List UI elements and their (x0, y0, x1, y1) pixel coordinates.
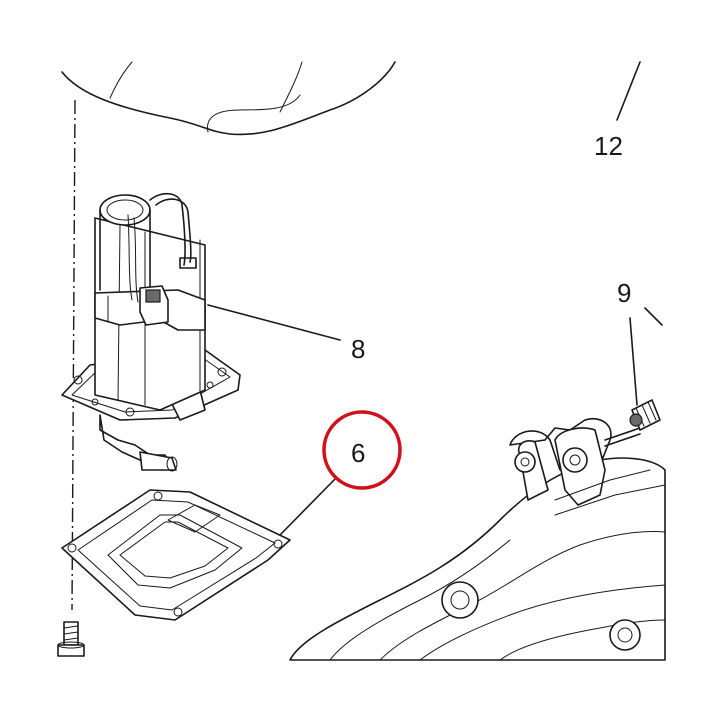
gasket (61, 489, 291, 621)
tank-housing (61, 61, 396, 136)
leader-9b (644, 307, 663, 326)
alignment-axis (71, 99, 76, 611)
callout-9: 9 (617, 278, 631, 308)
frame-assembly (289, 399, 666, 661)
fuel-pump-module (61, 192, 241, 472)
highlight-ring (322, 410, 402, 490)
mounting-bolt (57, 621, 85, 657)
leader-12 (616, 61, 641, 121)
callout-6: 6 (351, 438, 365, 468)
leader-9 (629, 317, 638, 406)
leader-8 (207, 304, 341, 341)
callout-8: 8 (351, 334, 365, 364)
callout-12: 12 (594, 131, 623, 161)
leader-6 (279, 477, 337, 536)
